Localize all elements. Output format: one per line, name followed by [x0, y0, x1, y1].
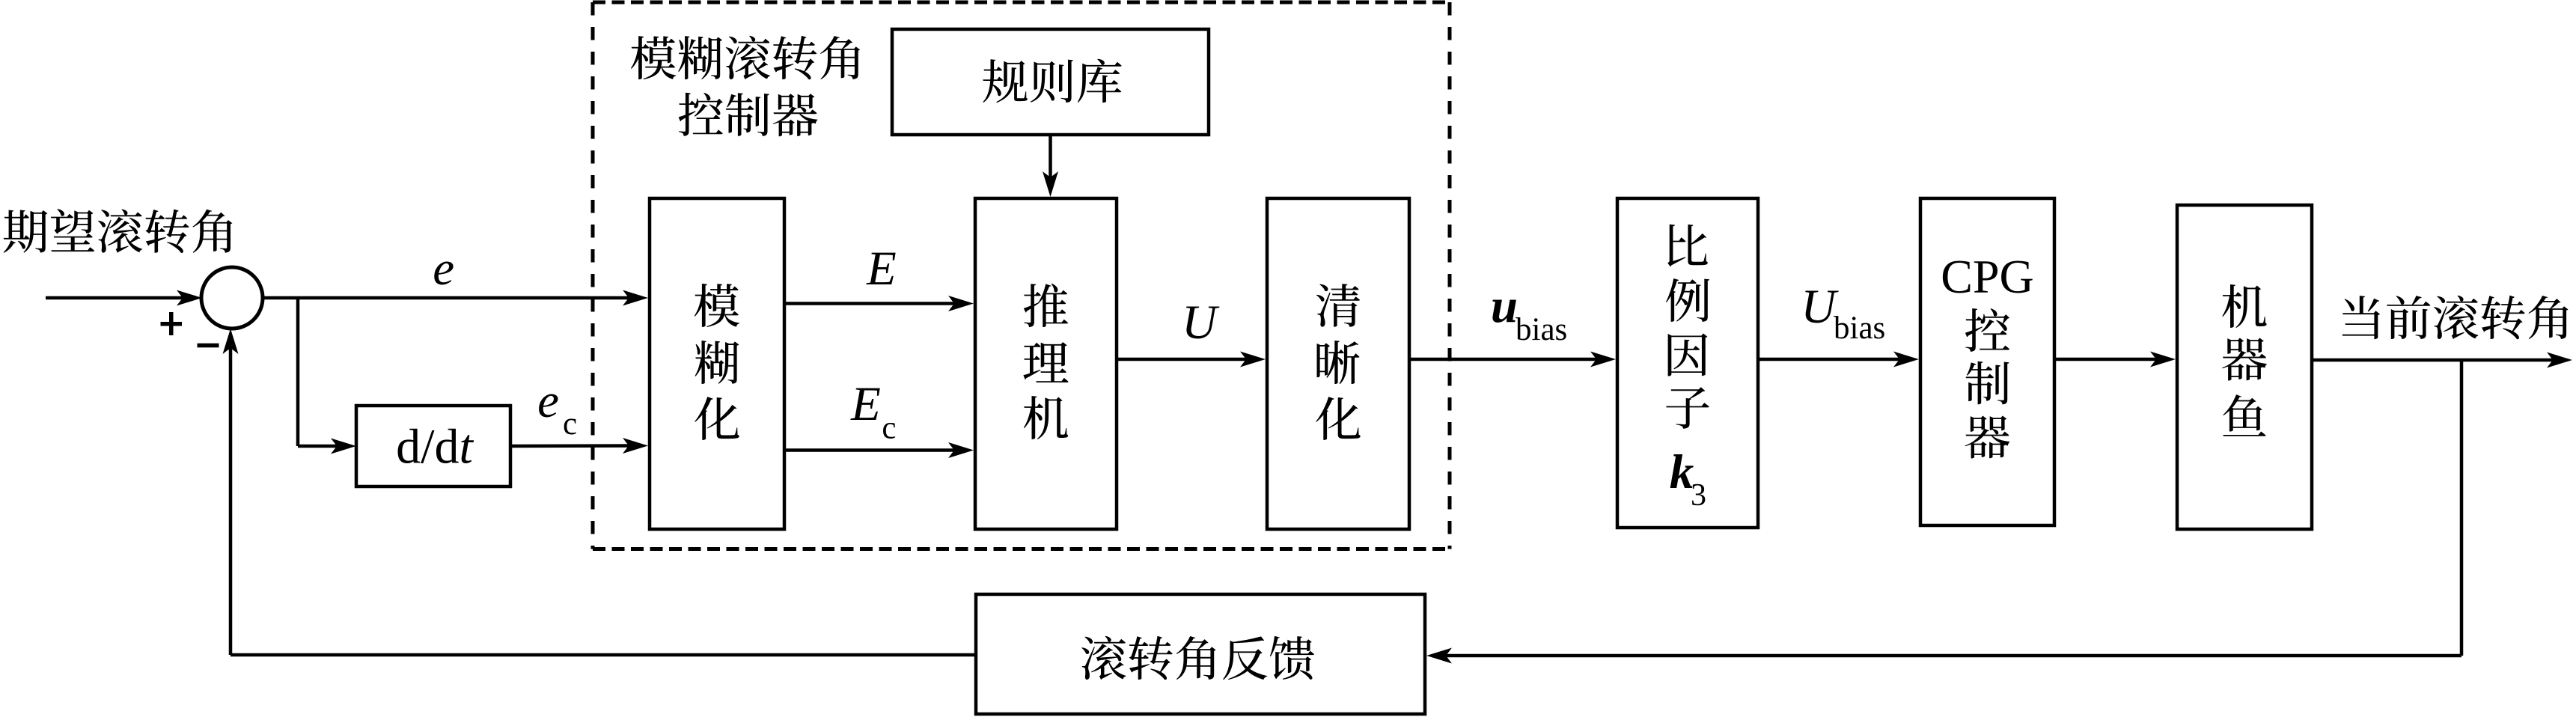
svg-text:bias: bias [1516, 312, 1567, 347]
svg-text:3: 3 [1691, 478, 1706, 513]
svg-text:e: e [537, 374, 559, 428]
svg-text:e: e [433, 242, 454, 296]
svg-text:k: k [1670, 445, 1694, 499]
svg-text:E: E [866, 242, 897, 296]
svg-text:U: U [1801, 280, 1839, 334]
svg-text:CPG: CPG [1941, 250, 2034, 303]
svg-text:c: c [882, 411, 896, 446]
svg-text:E: E [850, 377, 881, 431]
svg-text:u: u [1491, 279, 1518, 333]
svg-text:c: c [563, 406, 577, 442]
svg-text:d/dt: d/dt [396, 420, 474, 475]
svg-text:bias: bias [1834, 311, 1885, 346]
svg-text:U: U [1182, 296, 1220, 350]
